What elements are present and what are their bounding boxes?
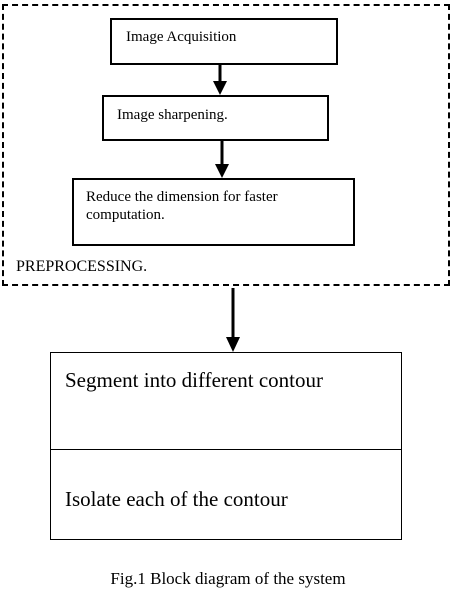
- arrow-1: [213, 65, 227, 95]
- step-reduce-dimension-label: Reduce the dimension for faster computat…: [86, 189, 278, 223]
- arrow-2: [215, 141, 229, 178]
- output-box: [50, 352, 402, 540]
- arrow-3: [226, 288, 240, 352]
- step-image-acquisition-box: [110, 18, 338, 65]
- step-image-sharpening-label: Image sharpening.: [117, 107, 228, 123]
- step-reduce-dimension-box: [72, 178, 355, 246]
- step-image-sharpening-box: [102, 95, 329, 141]
- output-segment-text: Segment into different contour: [65, 368, 323, 392]
- output-isolate-text: Isolate each of the contour: [65, 487, 288, 511]
- output-divider: [50, 449, 402, 450]
- figure-caption: Fig.1 Block diagram of the system: [110, 569, 346, 588]
- preprocessing-group: [2, 4, 450, 286]
- preprocessing-label: PREPROCESSING.: [16, 258, 148, 275]
- step-image-acquisition-label: Image Acquisition: [126, 29, 237, 45]
